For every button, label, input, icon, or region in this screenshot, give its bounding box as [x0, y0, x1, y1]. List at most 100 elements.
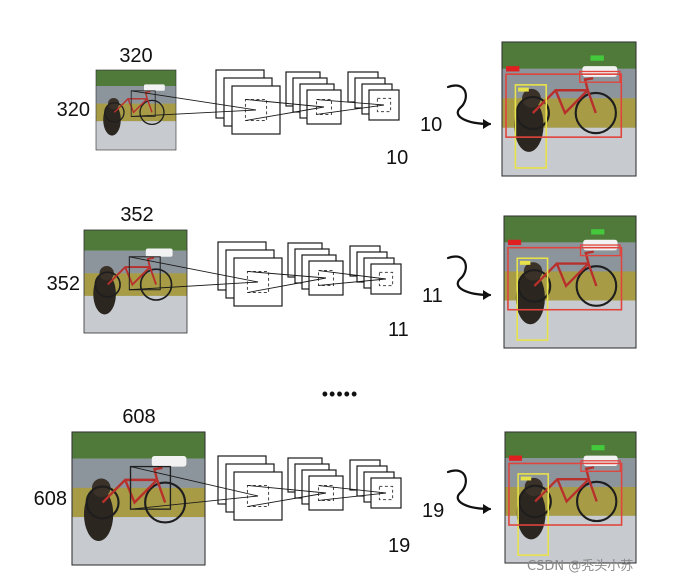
bike-rear-wheel	[94, 271, 121, 298]
projection-line	[318, 492, 387, 501]
bbox-label-tag	[519, 260, 531, 265]
dog-head	[522, 88, 541, 108]
grid-height-label: 11	[388, 319, 409, 341]
kernel-window	[316, 99, 332, 115]
conv-stack-3	[347, 71, 400, 121]
dog	[515, 271, 545, 325]
trees	[84, 230, 187, 251]
bike-rear-wheel	[515, 95, 550, 131]
projection-line	[247, 277, 327, 294]
bicycle-bbox	[507, 246, 623, 311]
dog-bbox	[516, 257, 549, 341]
dog-head	[524, 477, 543, 497]
bike-frame	[101, 466, 167, 505]
projection-line	[247, 484, 327, 494]
projection-line	[129, 256, 259, 283]
trees	[72, 432, 205, 459]
output-detection-image	[503, 215, 637, 349]
receptive-field-box	[129, 465, 172, 510]
row-608: 608 608 19 19	[34, 406, 637, 566]
dog	[83, 487, 114, 542]
grid-width-label: 19	[422, 500, 444, 522]
trees	[96, 70, 176, 86]
car-bbox	[579, 70, 621, 83]
dog	[93, 273, 116, 315]
bike-rear-wheel	[518, 484, 552, 519]
input-image	[71, 431, 206, 566]
kernel-window	[318, 485, 334, 501]
bike-front-wheel	[144, 481, 187, 524]
dog	[516, 487, 546, 540]
bike-frame	[531, 76, 597, 116]
conv-stack-2	[285, 71, 342, 125]
projection-lines	[129, 256, 387, 294]
output-arrow	[446, 469, 492, 514]
bike-rear-wheel	[85, 485, 120, 520]
car-bbox	[580, 460, 621, 472]
bicycle-bbox	[505, 73, 623, 138]
bike-front-wheel	[139, 268, 173, 301]
projection-lines	[131, 90, 385, 122]
bike-rear-wheel	[517, 269, 552, 303]
bike-rear-wheel	[104, 102, 125, 123]
dog-bbox	[517, 473, 550, 556]
bike-front-wheel	[576, 480, 618, 523]
image-border	[501, 41, 637, 177]
bbox-label-tag	[591, 445, 605, 451]
bbox-label-tag	[590, 55, 604, 61]
receptive-field-box	[128, 256, 161, 291]
conv-stack-1	[215, 69, 281, 135]
conv-stack-3	[349, 459, 402, 509]
bike-frame	[533, 250, 598, 289]
image-border	[71, 431, 206, 566]
bike-front-wheel	[139, 99, 165, 126]
projection-line	[131, 90, 257, 111]
dog-head	[91, 478, 111, 498]
input-image	[95, 69, 177, 151]
grid-height-label: 10	[386, 147, 408, 169]
projection-line	[247, 492, 327, 508]
kernel-window	[244, 98, 268, 122]
conv-stack-3	[349, 245, 402, 295]
watermark: CSDN @秃头小苏	[527, 558, 633, 574]
dog-head	[523, 262, 543, 281]
bbox-label-tag	[506, 66, 520, 72]
kernel-window	[318, 270, 334, 286]
projection-line	[245, 98, 325, 108]
input-height-label: 352	[47, 273, 80, 295]
kernel-window	[246, 270, 270, 294]
dog-head	[108, 98, 120, 110]
row-352: 352 352 11 11	[47, 204, 637, 349]
dog-bbox	[514, 84, 548, 169]
receptive-field-box	[130, 90, 156, 117]
bike-front-wheel	[574, 91, 617, 135]
kernel-window	[246, 484, 270, 508]
output-detection-image	[504, 431, 637, 564]
image-border	[503, 215, 637, 349]
projection-line	[130, 466, 259, 497]
projection-line	[318, 270, 387, 280]
kernel-window	[378, 271, 394, 287]
feature-map	[306, 89, 342, 125]
bike-front-wheel	[575, 265, 618, 307]
conv-stack-2	[287, 242, 344, 296]
image-border	[83, 229, 188, 334]
input-width-label: 320	[119, 45, 152, 67]
kernel-window	[376, 97, 392, 113]
trees	[504, 216, 636, 243]
bike-frame	[113, 90, 153, 114]
projection-line	[129, 281, 259, 291]
parked-car	[145, 248, 173, 257]
projection-lines	[130, 466, 387, 510]
input-height-label: 608	[34, 488, 67, 510]
output-detection-image	[501, 41, 637, 177]
bbox-label-tag	[520, 476, 532, 481]
bbox-label-tag	[507, 239, 522, 246]
grid-width-label: 11	[422, 285, 443, 307]
parked-car	[151, 455, 187, 467]
grid-width-label: 10	[420, 114, 442, 136]
image-border	[95, 69, 177, 151]
input-width-label: 352	[120, 204, 153, 226]
image-border	[504, 431, 637, 564]
